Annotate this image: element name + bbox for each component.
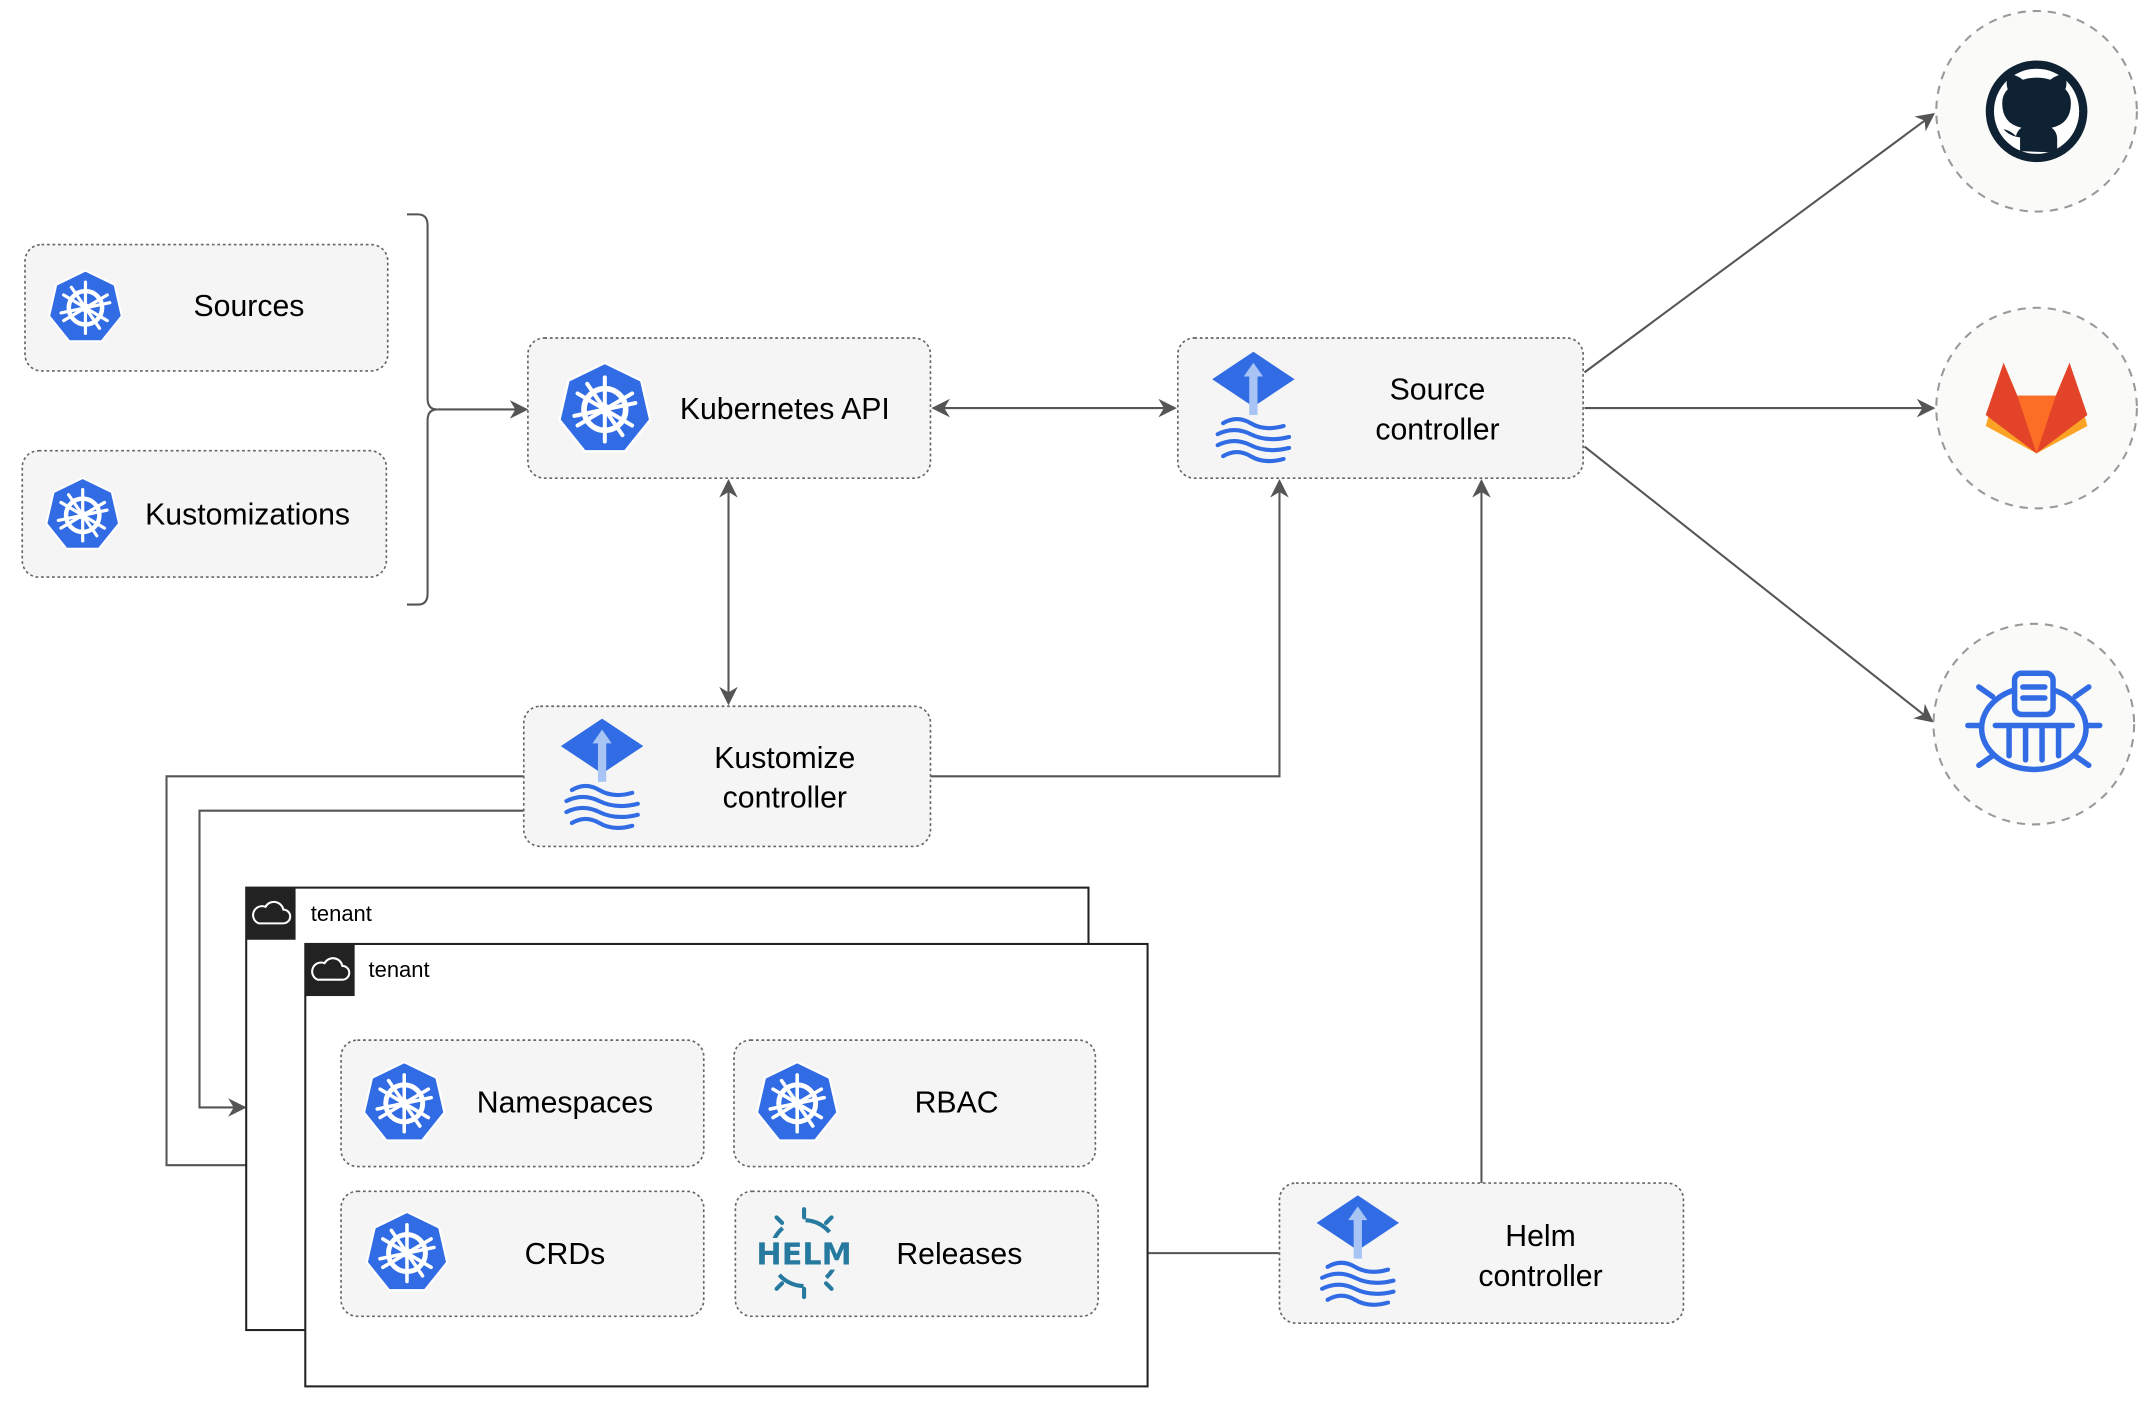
brace [406, 213, 438, 606]
node-label-line2: controller [1478, 1260, 1602, 1293]
connectors [165, 112, 1936, 1263]
helm-repository-icon [1965, 670, 2103, 773]
cloud-icon [305, 943, 355, 997]
node-kustomizations[interactable]: Kustomizations [21, 449, 388, 578]
external-gitlab[interactable] [1935, 306, 2138, 510]
external-github[interactable] [1935, 9, 2138, 213]
external-helm-repository[interactable] [1932, 622, 2136, 826]
node-label: Namespaces [477, 1087, 653, 1120]
node-label-line1: Kustomize [714, 742, 855, 775]
node-releases[interactable]: HELM Releases [734, 1190, 1099, 1318]
node-label-line2: controller [1375, 413, 1499, 446]
node-label: Releases [896, 1238, 1022, 1271]
edge-source-to-github [1583, 112, 1936, 374]
node-source-controller[interactable]: Source controller [1176, 337, 1584, 479]
edge-kustomize-to-tenant-front [165, 775, 524, 1175]
node-kustomize-controller[interactable]: Kustomize controller [522, 705, 932, 848]
helm-logo-text: HELM [756, 1237, 851, 1272]
node-label: Kustomizations [145, 499, 350, 532]
github-icon [1985, 60, 2088, 163]
edge-kustomize-to-source [930, 479, 1289, 778]
tenant-front[interactable]: tenant Namespaces RBAC CRDs [304, 942, 1149, 1388]
tenant-label: tenant [311, 901, 372, 926]
node-label: CRDs [525, 1238, 606, 1271]
node-label: RBAC [915, 1087, 999, 1120]
node-rbac[interactable]: RBAC [733, 1039, 1097, 1168]
gitlab-icon [1985, 362, 2088, 454]
node-label-line1: Helm [1505, 1220, 1576, 1253]
edge-source-to-helm-repo [1583, 445, 1934, 723]
node-label-line1: Source [1390, 374, 1486, 407]
node-helm-controller[interactable]: Helm controller [1278, 1182, 1685, 1325]
node-sources[interactable]: Sources [24, 243, 389, 372]
node-crds[interactable]: CRDs [340, 1190, 705, 1318]
tenant-label: tenant [369, 957, 430, 982]
helm-icon: HELM [756, 1207, 852, 1300]
node-label-line2: controller [723, 782, 847, 815]
node-label: Sources [194, 290, 305, 323]
node-kubernetes-api[interactable]: Kubernetes API [527, 337, 932, 479]
cloud-icon [246, 887, 296, 940]
edge-kustomize-to-tenant-back [198, 809, 524, 1117]
node-namespaces[interactable]: Namespaces [340, 1039, 705, 1168]
node-label: Kubernetes API [680, 393, 890, 426]
